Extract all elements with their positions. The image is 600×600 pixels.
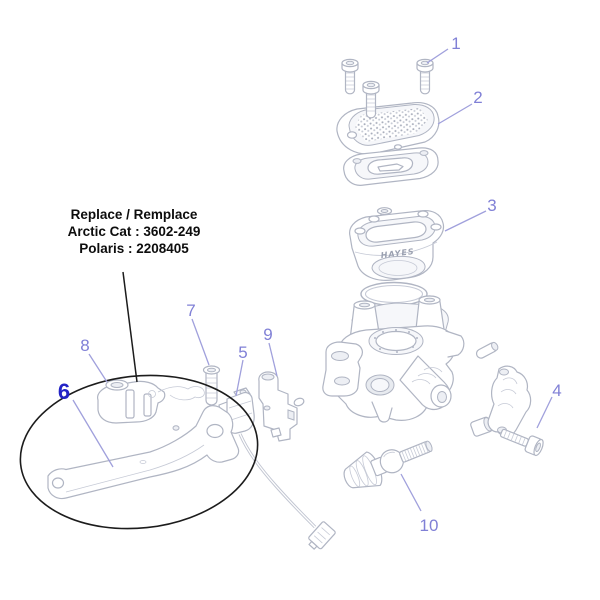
parking-lock-assembly xyxy=(97,379,205,424)
leader-5 xyxy=(235,359,244,397)
callout-8: 8 xyxy=(80,336,89,355)
callout-6: 6 xyxy=(58,379,70,404)
screw-icon xyxy=(416,58,434,95)
reservoir-body: HAYES xyxy=(349,207,445,281)
callout-3: 3 xyxy=(487,196,496,215)
note-line-3: Polaris : 2208405 xyxy=(79,241,189,256)
clamp-screw xyxy=(499,428,544,457)
reservoir-cover xyxy=(336,101,440,155)
leader-3 xyxy=(444,210,487,232)
brake-light-switch xyxy=(218,387,336,550)
leader-7 xyxy=(191,318,210,366)
leader-9 xyxy=(268,342,278,377)
wire-connector xyxy=(308,521,336,550)
leader-2 xyxy=(437,103,473,125)
leader-10 xyxy=(400,473,422,512)
callout-2: 2 xyxy=(473,88,482,107)
leader-8 xyxy=(88,353,108,383)
replacement-note: Replace / Remplace Arctic Cat : 3602-249… xyxy=(36,206,232,257)
piston-plunger xyxy=(343,440,433,489)
brake-lever xyxy=(47,405,240,500)
master-cylinder-body xyxy=(322,295,465,423)
screw-icon xyxy=(341,58,359,95)
pivot-pin xyxy=(475,341,499,359)
callout-1: 1 xyxy=(451,34,460,53)
leader-6 xyxy=(72,399,114,468)
lever-pivot-screw xyxy=(202,365,221,406)
leader-1 xyxy=(426,48,449,64)
cover-gasket xyxy=(343,147,439,186)
switch-wire xyxy=(238,433,317,529)
cover-screws xyxy=(341,58,434,95)
handlebar-clamp xyxy=(487,365,532,437)
annotations: 1 2 3 4 5 6 7 8 9 10 xyxy=(19,34,562,535)
callout-10: 10 xyxy=(420,516,439,535)
note-line-1: Replace / Remplace xyxy=(70,207,198,222)
leader-4 xyxy=(536,396,553,429)
cover-screw-middle xyxy=(362,80,380,119)
callout-7: 7 xyxy=(186,301,195,320)
callout-9: 9 xyxy=(263,325,272,344)
callout-circle xyxy=(19,374,259,530)
note-leader-line xyxy=(122,271,138,383)
note-line-2: Arctic Cat : 3602-249 xyxy=(67,224,201,239)
switch-bracket xyxy=(258,371,305,442)
callout-5: 5 xyxy=(238,343,247,362)
callout-4: 4 xyxy=(552,381,561,400)
